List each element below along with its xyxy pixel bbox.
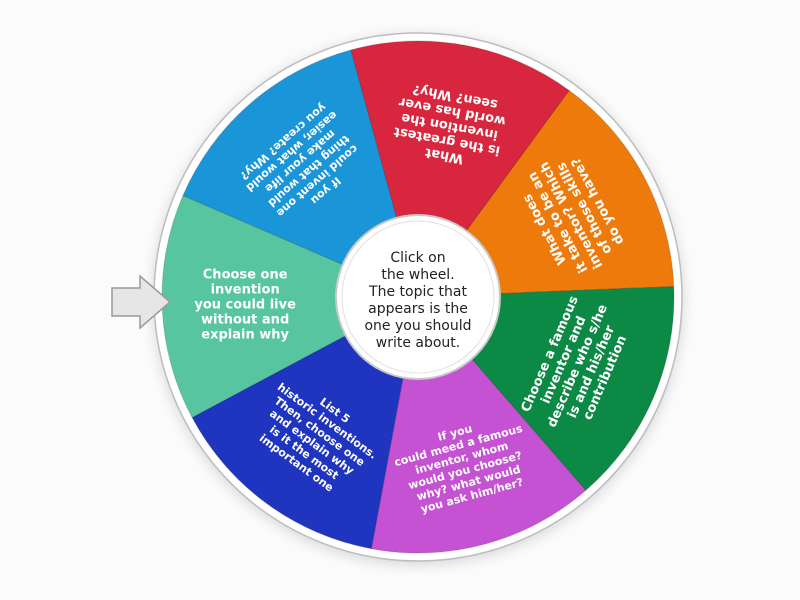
- wheel-segments[interactable]: [161, 40, 675, 554]
- wheel-hub-inner: [341, 220, 495, 374]
- segment-label: If youcould meed a famousinventor, whomw…: [389, 409, 538, 519]
- arrow-right-icon: [111, 274, 172, 330]
